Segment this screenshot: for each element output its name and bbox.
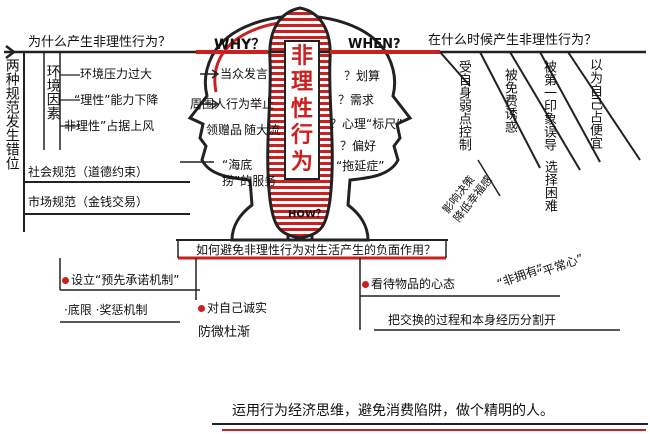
attitude-text: 看待物品的心态 — [371, 277, 456, 291]
branch-char: 惑 — [501, 120, 517, 133]
head-right-item: ？划算 — [344, 69, 381, 83]
social-norm: 社会规范（道德约束） — [28, 165, 149, 179]
branch-char: 择 — [541, 173, 557, 186]
branch-bargain: 以为自己占便宜 — [586, 58, 602, 149]
motto: 运用行为经济思维，避免消费陷阱，做个精明的人。 — [232, 403, 554, 419]
red-dot-icon — [62, 277, 69, 284]
branch-char: 点 — [455, 112, 471, 125]
branch-char: 便 — [586, 123, 602, 136]
plan-text: 设立“预先承诺机制” — [71, 273, 180, 287]
branch-self-control: 受自身弱点控制 — [454, 60, 471, 151]
env-char: 环 — [44, 64, 61, 78]
env-char: 素 — [44, 106, 61, 120]
center-title-char: 为 — [290, 149, 313, 175]
branch-char: 费 — [501, 94, 517, 107]
head-right-item: “拖延症” — [336, 159, 385, 173]
head-right-item: ？心理“标尺” — [330, 117, 403, 131]
side-char: 发 — [3, 114, 20, 128]
how-label: HOW？ — [288, 209, 326, 220]
branch-char: 难 — [541, 199, 557, 212]
branch-char: 误 — [540, 125, 556, 138]
branch-char: 象 — [540, 112, 556, 125]
when-label: WHEN? — [348, 37, 401, 52]
center-title-char: 理 — [290, 70, 313, 96]
branch-char: 选 — [541, 160, 557, 173]
branch-first-impression: 被第一印象误导 — [540, 60, 556, 151]
left-head-outline — [187, 14, 314, 242]
branch-char: 自 — [455, 73, 471, 86]
branch-char: 被 — [501, 68, 517, 81]
branch-char: 弱 — [455, 99, 471, 112]
head-left-item: “海底捞”的服务 — [222, 158, 277, 188]
branch-char: 以 — [586, 58, 602, 71]
branch-char: 受 — [455, 60, 471, 73]
red-dot-icon — [198, 305, 205, 312]
branch-char: 被 — [540, 60, 556, 73]
left-question: 为什么产生非理性行为？ — [28, 35, 172, 50]
branch-char: 一 — [540, 86, 556, 99]
env-char: 因 — [44, 92, 61, 106]
head-right-item: ？需求 — [338, 93, 375, 107]
center-title-char: 行 — [290, 123, 313, 149]
branch-char: 制 — [455, 138, 471, 151]
env-factors-label: 环境因素 — [44, 64, 61, 120]
attitude-item: 看待物品的心态 — [362, 278, 455, 290]
branch-char: 第 — [540, 73, 556, 86]
side-char: 两 — [3, 58, 20, 72]
branch-char: 自 — [586, 84, 602, 97]
side-char: 错 — [3, 142, 20, 156]
side-char: 生 — [3, 128, 20, 142]
head-left-item: 领赠品 — [206, 123, 243, 137]
branch-char: 印 — [540, 99, 556, 112]
honest-text: 对自己诚实 — [207, 301, 268, 315]
branch-char: 诱 — [501, 107, 517, 120]
left-side-column: 两种规范发生错位 — [3, 58, 20, 170]
side-char: 范 — [3, 100, 20, 114]
plan-item: 设立“预先承诺机制” — [62, 274, 179, 286]
env-item: 环境压力过大 — [80, 67, 153, 81]
branch-char: 导 — [540, 138, 556, 151]
plan-sub: ·底限 ·奖惩机制 — [64, 303, 148, 317]
honest-item: 对自己诚实 — [198, 302, 267, 314]
branch-char: 困 — [541, 186, 557, 199]
side-char: 位 — [3, 156, 20, 170]
branch-char: 免 — [501, 81, 517, 94]
branch-free: 被免费诱惑 — [500, 68, 517, 133]
branch-char: 己 — [586, 97, 602, 110]
separate-item: 把交换的过程和本身经历分割开 — [388, 313, 557, 327]
env-item: “理性”能力下降 — [74, 93, 159, 107]
branch-char: 宜 — [586, 136, 602, 149]
branch-char: 占 — [586, 110, 602, 123]
center-title-char: 性 — [290, 96, 313, 122]
red-dot-icon — [362, 281, 369, 288]
honest-sub: 防微杜渐 — [198, 325, 251, 340]
head-left-item: 当众发言 — [220, 67, 269, 81]
side-char: 规 — [3, 86, 20, 100]
center-title-box: 非 理 性 行 为 — [284, 40, 320, 180]
why-label: WHY？ — [214, 37, 266, 53]
branch-char: 身 — [455, 86, 471, 99]
market-norm: 市场规范（金钱交易） — [28, 195, 149, 209]
head-right-item: ？偏好 — [340, 139, 377, 153]
env-item: 非理性”占据上风 — [64, 119, 155, 133]
right-question: 在什么时候产生非理性行为？ — [428, 33, 598, 48]
env-char: 境 — [44, 78, 61, 92]
bottom-question: 如何避免非理性行为对生活产生的负面作用？ — [196, 243, 437, 257]
right-head-outline — [286, 14, 413, 242]
branch-char: 为 — [586, 71, 602, 84]
side-char: 种 — [3, 72, 20, 86]
center-title-char: 非 — [290, 44, 313, 69]
branch-char: 控 — [455, 125, 471, 138]
head-left-item: 随大流 — [244, 123, 281, 137]
head-left-item: 周围人行为举止 — [190, 97, 275, 111]
branch-choice: 选择困难 — [540, 160, 557, 212]
